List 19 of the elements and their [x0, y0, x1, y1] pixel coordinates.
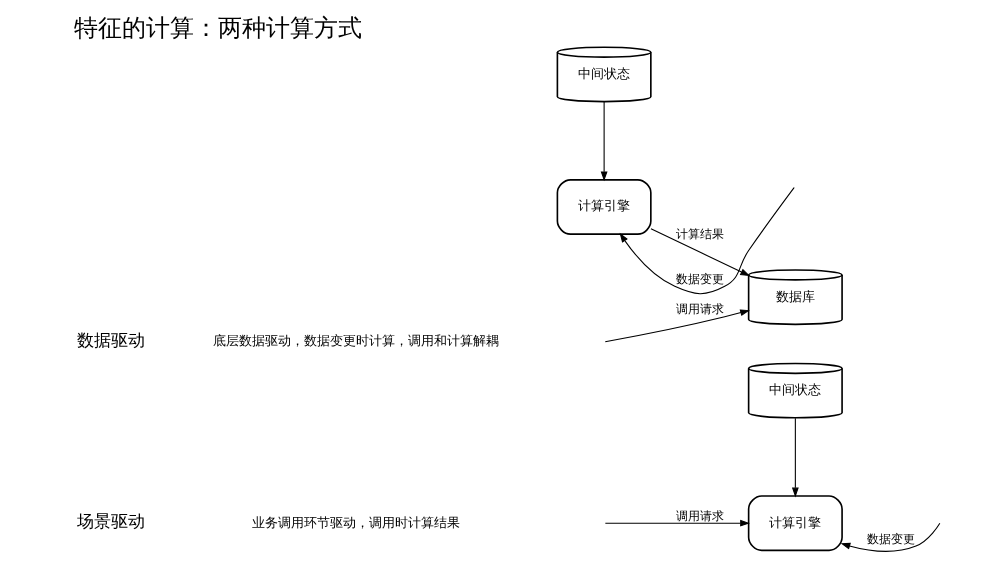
edge-label: 数据变更 — [675, 271, 724, 286]
label: 业务调用环节驱动，调用时计算结果 — [251, 514, 460, 530]
label: 数据驱动 — [76, 329, 145, 350]
arrow — [600, 101, 608, 182]
edge-label: 调用请求 — [675, 302, 724, 317]
label: 底层数据驱动，数据变更时计算，调用和计算解耦 — [212, 333, 499, 349]
arrow — [840, 522, 941, 552]
edge-label: 数据变更 — [866, 531, 915, 546]
node-box: 计算引擎 — [556, 179, 652, 235]
diagram-title: 特征的计算：两种计算方式 — [74, 13, 363, 42]
label: 场景驱动 — [76, 511, 145, 532]
node-box: 计算引擎 — [747, 495, 843, 552]
arrow — [619, 187, 795, 295]
edge-label: 调用请求 — [675, 508, 724, 523]
arrow — [791, 417, 799, 498]
arrow — [604, 309, 750, 343]
edge-label: 计算结果 — [675, 227, 724, 242]
arrow — [604, 519, 750, 527]
arrow — [650, 228, 751, 277]
